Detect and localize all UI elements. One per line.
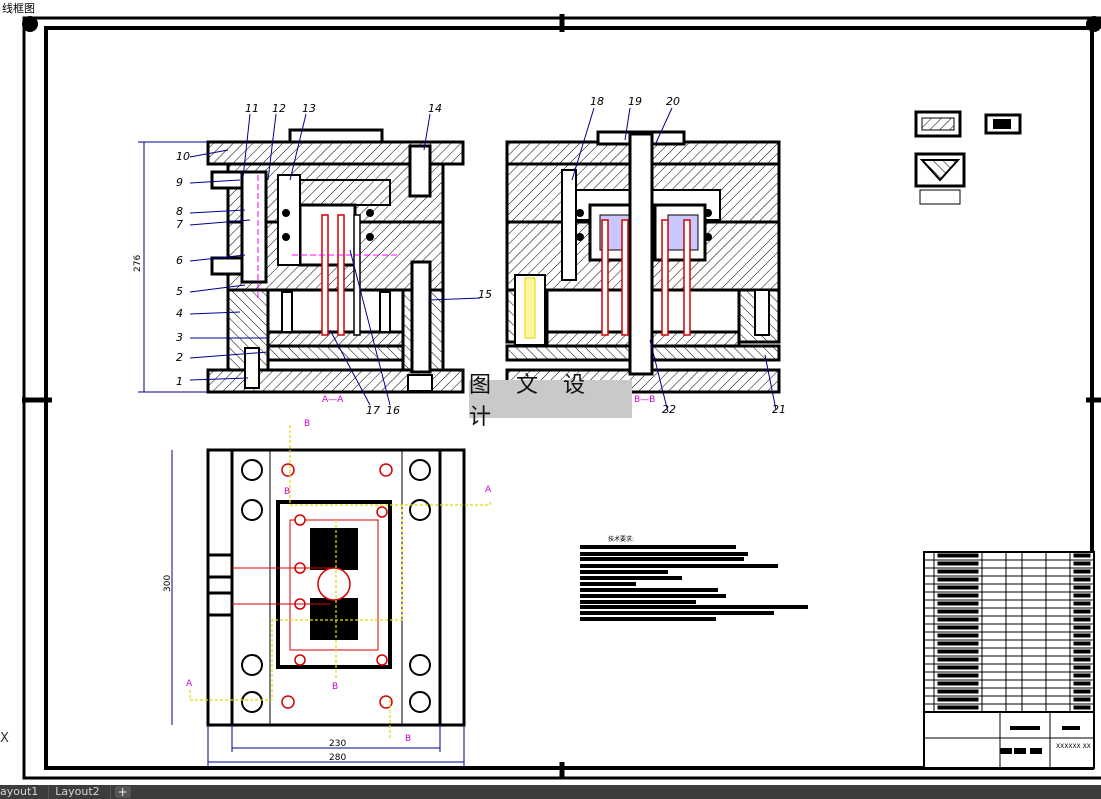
section-aa-view	[138, 113, 481, 406]
bom-row-text	[937, 697, 979, 702]
viewport-label[interactable]: 线框图	[0, 0, 37, 16]
bom-row-code	[1073, 569, 1091, 574]
plan-view	[171, 425, 491, 766]
part-number-18: 18	[590, 95, 604, 108]
bom-row-text	[937, 577, 979, 582]
part-number-1: 1	[176, 375, 183, 388]
part-number-5: 5	[176, 285, 183, 298]
part-number-17: 17	[366, 404, 380, 417]
cut-label-b-top: B	[304, 419, 310, 429]
part-number-10: 10	[176, 150, 190, 163]
part-number-13: 13	[302, 102, 316, 115]
tech-requirements-title: 技术要求:	[608, 535, 634, 543]
bom-row-code	[1073, 665, 1091, 670]
bom-row-code	[1073, 593, 1091, 598]
bom-row-code	[1073, 689, 1091, 694]
add-layout-button[interactable]: +	[114, 786, 131, 798]
section-label-aa: A—A	[322, 395, 344, 405]
bom-row-text	[937, 569, 979, 574]
watermark: 图 文 设 计	[469, 373, 632, 430]
bom-row-code	[1073, 585, 1091, 590]
bom-row-code	[1073, 657, 1091, 662]
bom-row-text	[937, 617, 979, 622]
part-number-2: 2	[176, 351, 183, 364]
bom-row-text	[937, 689, 979, 694]
dimension-276: 276	[133, 255, 143, 272]
technical-requirements	[580, 545, 808, 621]
bom-row-text	[937, 681, 979, 686]
cut-label-b-bottom: B	[405, 734, 411, 744]
part-number-12: 12	[272, 102, 286, 115]
bom-row-code	[1073, 609, 1091, 614]
sheet-border	[22, 14, 1101, 780]
title-block-code: XXXXXX XX	[1056, 743, 1091, 750]
bom-row-code	[1073, 577, 1091, 582]
dimension-230: 230	[329, 739, 346, 749]
part-number-4: 4	[176, 307, 183, 320]
bom-row-code	[1073, 697, 1091, 702]
part-number-21: 21	[772, 403, 786, 416]
cut-label-b-plan: B	[284, 487, 290, 497]
part-number-6: 6	[176, 254, 183, 267]
bom-row-text	[937, 633, 979, 638]
part-number-15: 15	[478, 288, 492, 301]
bom-row-text	[937, 625, 979, 630]
bom-row-code	[1073, 617, 1091, 622]
part-number-22: 22	[662, 403, 676, 416]
layout-tab-bar: ayout1 Layout2 +	[0, 785, 1101, 799]
bom-row-text	[937, 561, 979, 566]
bom-row-text	[937, 657, 979, 662]
part-number-19: 19	[628, 95, 642, 108]
bom-row-text	[937, 609, 979, 614]
bom-row-code	[1073, 561, 1091, 566]
part-number-16: 16	[386, 404, 400, 417]
bom-row-code	[1073, 673, 1091, 678]
bom-row-text	[937, 593, 979, 598]
section-bb-view	[505, 107, 781, 413]
ucs-icon: X	[0, 731, 9, 746]
section-label-bb: B—B	[634, 395, 655, 405]
tab-layout2[interactable]: Layout2	[49, 785, 111, 799]
bom-row-code	[1073, 553, 1091, 558]
part-number-9: 9	[176, 176, 183, 189]
bom-row-text	[937, 649, 979, 654]
dimension-280: 280	[329, 753, 346, 763]
cut-label-b-plan-bottom: B	[332, 682, 338, 692]
detail-views	[914, 110, 1022, 205]
tab-layout1[interactable]: ayout1	[0, 785, 50, 799]
bom-row-code	[1073, 681, 1091, 686]
title-block	[923, 551, 1095, 769]
part-number-7: 7	[176, 218, 183, 231]
part-number-8: 8	[176, 205, 183, 218]
bom-row-code	[1073, 641, 1091, 646]
cut-label-a-left: A	[186, 679, 193, 689]
bom-row-code	[1073, 649, 1091, 654]
part-number-20: 20	[666, 95, 680, 108]
bom-row-code	[1073, 601, 1091, 606]
bom-row-text	[937, 601, 979, 606]
bom-row-text	[937, 585, 979, 590]
dimension-300: 300	[163, 575, 173, 592]
bom-row-text	[937, 553, 979, 558]
part-number-14: 14	[428, 102, 442, 115]
part-number-3: 3	[176, 331, 183, 344]
bom-row-text	[937, 705, 979, 710]
part-number-11: 11	[245, 102, 259, 115]
bom-row-code	[1073, 625, 1091, 630]
bom-row-text	[937, 673, 979, 678]
bom-row-text	[937, 641, 979, 646]
bom-row-code	[1073, 705, 1091, 710]
cut-label-a-right: A	[485, 485, 492, 495]
bom-row-text	[937, 665, 979, 670]
bom-row-code	[1073, 633, 1091, 638]
